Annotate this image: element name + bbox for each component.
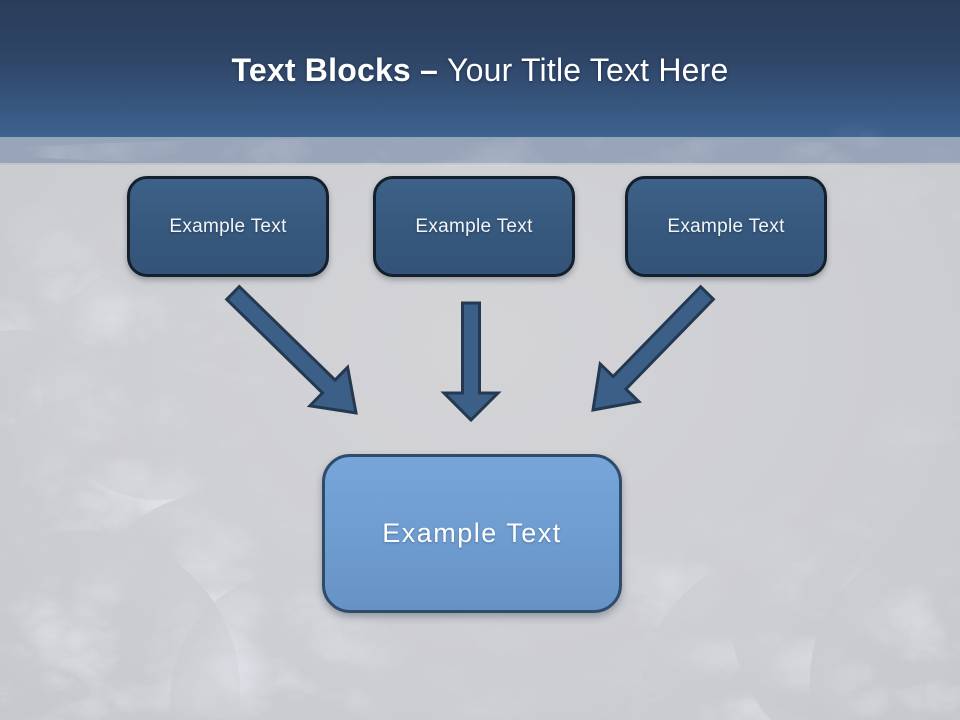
result-block-label: Example Text <box>382 518 562 548</box>
slide-title: Text Blocks –Your Title Text Here <box>231 0 728 88</box>
title-bold-text: Text Blocks – <box>231 52 439 88</box>
text-block-2-label: Example Text <box>415 215 533 237</box>
text-block-1: Example Text <box>127 176 329 277</box>
text-block-3: Example Text <box>625 176 827 277</box>
header-accent-band <box>0 137 960 165</box>
title-regular-text: Your Title Text Here <box>447 52 729 88</box>
text-block-3-label: Example Text <box>667 215 785 237</box>
text-block-1-label: Example Text <box>169 215 287 237</box>
result-block: Example Text <box>322 454 622 613</box>
text-block-2: Example Text <box>373 176 575 277</box>
slide-header: Text Blocks –Your Title Text Here <box>0 0 960 138</box>
